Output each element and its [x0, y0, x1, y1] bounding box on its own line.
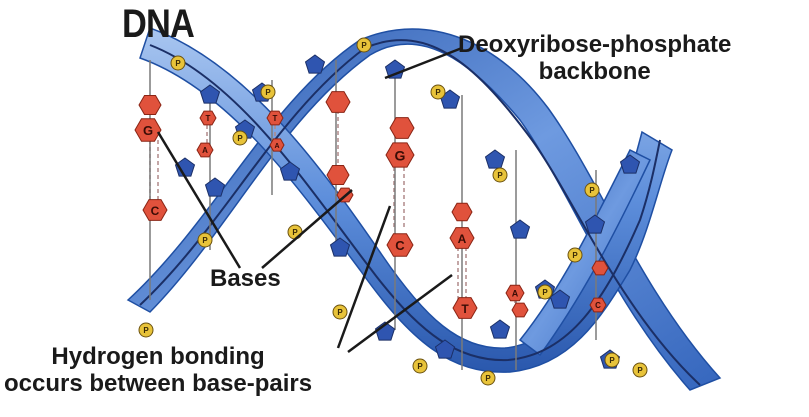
phosphate-letter: P — [361, 41, 367, 50]
base: T — [267, 111, 283, 125]
base-letter: C — [151, 204, 160, 218]
label-backbone: Deoxyribose-phosphate backbone — [458, 32, 731, 86]
phosphate-letter: P — [265, 88, 271, 97]
base-hexagon — [452, 203, 472, 220]
label-hbond-line1: Hydrogen bonding — [4, 344, 312, 371]
phosphate: P — [568, 248, 582, 262]
base: A — [270, 139, 284, 151]
base-hexagon — [139, 96, 161, 115]
diagram-title: DNA — [122, 2, 194, 47]
label-hbond-line2: occurs between base-pairs — [4, 371, 312, 398]
base-letter: A — [202, 146, 208, 155]
phosphate-letter: P — [485, 374, 491, 383]
phosphate: P — [333, 305, 347, 319]
phosphate: P — [261, 85, 275, 99]
base-letter: A — [274, 143, 279, 150]
phosphate-letter: P — [143, 326, 149, 335]
base: A — [506, 285, 524, 301]
base: C — [387, 234, 413, 257]
phosphate-letter: P — [435, 88, 441, 97]
phosphate: P — [233, 131, 247, 145]
base-letter: A — [512, 289, 519, 299]
phosphate: P — [288, 225, 302, 239]
base: G — [135, 119, 161, 142]
label-backbone-line1: Deoxyribose-phosphate — [458, 32, 731, 59]
phosphate-letter: P — [609, 356, 615, 365]
base-hexagon — [592, 261, 608, 275]
phosphate-letter: P — [337, 308, 343, 317]
base-hexagon — [512, 303, 528, 317]
base-letter: T — [461, 302, 469, 316]
label-bases: Bases — [210, 266, 281, 293]
base-letter: G — [143, 123, 153, 138]
base-letter: C — [595, 301, 601, 310]
base-letter: T — [206, 114, 211, 123]
base: A — [197, 143, 213, 157]
phosphate-letter: P — [237, 134, 243, 143]
phosphate: P — [585, 183, 599, 197]
base-letter: T — [273, 114, 278, 123]
phosphate-letter: P — [572, 251, 578, 260]
phosphate: P — [357, 38, 371, 52]
phosphate: P — [605, 353, 619, 367]
phosphate-letter: P — [589, 186, 595, 195]
phosphate: P — [431, 85, 445, 99]
phosphate-letter: P — [542, 288, 548, 297]
base-hexagon — [390, 118, 414, 139]
phosphate: P — [538, 285, 552, 299]
base: A — [450, 228, 474, 249]
phosphate-letter: P — [202, 236, 208, 245]
sugar-pentagon — [206, 178, 225, 196]
base-hexagon — [326, 92, 350, 113]
phosphate: P — [413, 359, 427, 373]
sugar-pentagon — [306, 55, 325, 73]
phosphate: P — [198, 233, 212, 247]
phosphate: P — [481, 371, 495, 385]
base: T — [200, 111, 216, 125]
base: C — [143, 200, 167, 221]
base-hexagon — [327, 166, 349, 185]
phosphate-letter: P — [637, 366, 643, 375]
sugar-pentagon — [486, 150, 505, 168]
base: G — [386, 143, 414, 167]
label-hydrogen-bonding: Hydrogen bonding occurs between base-pai… — [4, 344, 312, 398]
base: C — [590, 298, 606, 312]
base: T — [453, 298, 477, 319]
base-letter: C — [395, 238, 405, 253]
phosphate: P — [171, 56, 185, 70]
phosphate-letter: P — [417, 362, 423, 371]
sugar-pentagon — [511, 220, 530, 238]
base-letter: A — [458, 232, 467, 246]
sugar-pentagon — [491, 320, 510, 338]
phosphate: P — [139, 323, 153, 337]
phosphate: P — [493, 168, 507, 182]
label-backbone-line2: backbone — [458, 59, 731, 86]
base-letter: G — [395, 148, 406, 164]
phosphate-letter: P — [175, 59, 181, 68]
phosphate: P — [633, 363, 647, 377]
phosphate-letter: P — [497, 171, 503, 180]
